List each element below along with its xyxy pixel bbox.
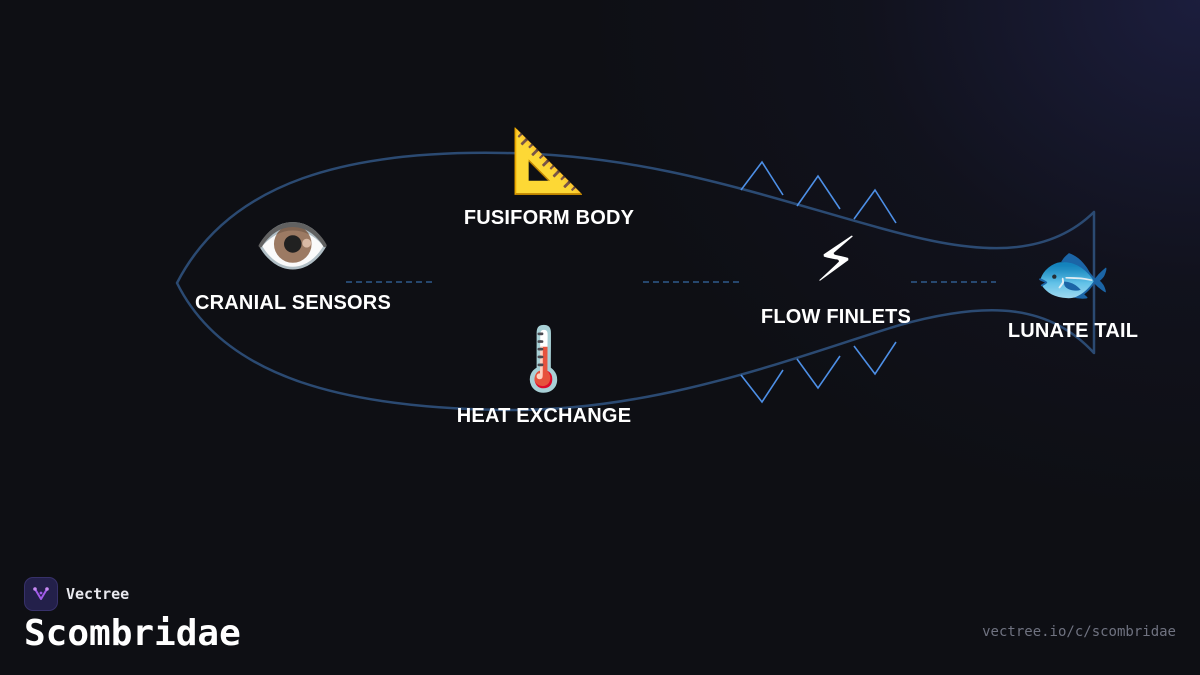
thermometer-icon: 🌡️ bbox=[505, 322, 583, 395]
fish-icon: 🐟 bbox=[1034, 237, 1112, 310]
node-label: FLOW FINLETS bbox=[760, 306, 912, 328]
finlet-top-3 bbox=[853, 188, 897, 224]
brand-name: Vectree bbox=[66, 585, 130, 603]
node-flow-finlets: ⚡ FLOW FINLETS bbox=[716, 222, 956, 329]
page-url[interactable]: vectree.io/c/scombridae bbox=[982, 624, 1176, 640]
node-label: FUSIFORM BODY bbox=[463, 207, 635, 229]
node-lunate-tail: 🐟 LUNATE TAIL bbox=[953, 236, 1193, 343]
node-label: CRANIAL SENSORS bbox=[195, 292, 391, 314]
top-finlets bbox=[740, 160, 897, 224]
finlet-bottom-3 bbox=[853, 341, 897, 376]
node-heat-exchange: 🌡️ HEAT EXCHANGE bbox=[424, 321, 664, 428]
fish-outline bbox=[175, 151, 1096, 412]
node-fusiform-body: 📐 FUSIFORM BODY bbox=[429, 123, 669, 230]
lightning-icon: ⚡ bbox=[814, 223, 858, 296]
finlet-bottom-2 bbox=[796, 355, 841, 390]
node-label: LUNATE TAIL bbox=[1007, 320, 1139, 342]
eye-icon: 👁️ bbox=[254, 209, 332, 282]
brand: Vectree bbox=[24, 577, 129, 611]
finlet-top-2 bbox=[796, 174, 841, 210]
finlet-top-1 bbox=[740, 160, 784, 196]
triangle-ruler-icon: 📐 bbox=[510, 124, 588, 197]
finlet-bottom-1 bbox=[740, 369, 784, 404]
node-cranial-sensors: 👁️ CRANIAL SENSORS bbox=[173, 208, 413, 315]
vectree-logo-icon bbox=[24, 577, 58, 611]
page-title: Scombridae bbox=[24, 613, 241, 654]
bottom-finlets bbox=[740, 341, 897, 404]
node-label: HEAT EXCHANGE bbox=[456, 405, 632, 427]
